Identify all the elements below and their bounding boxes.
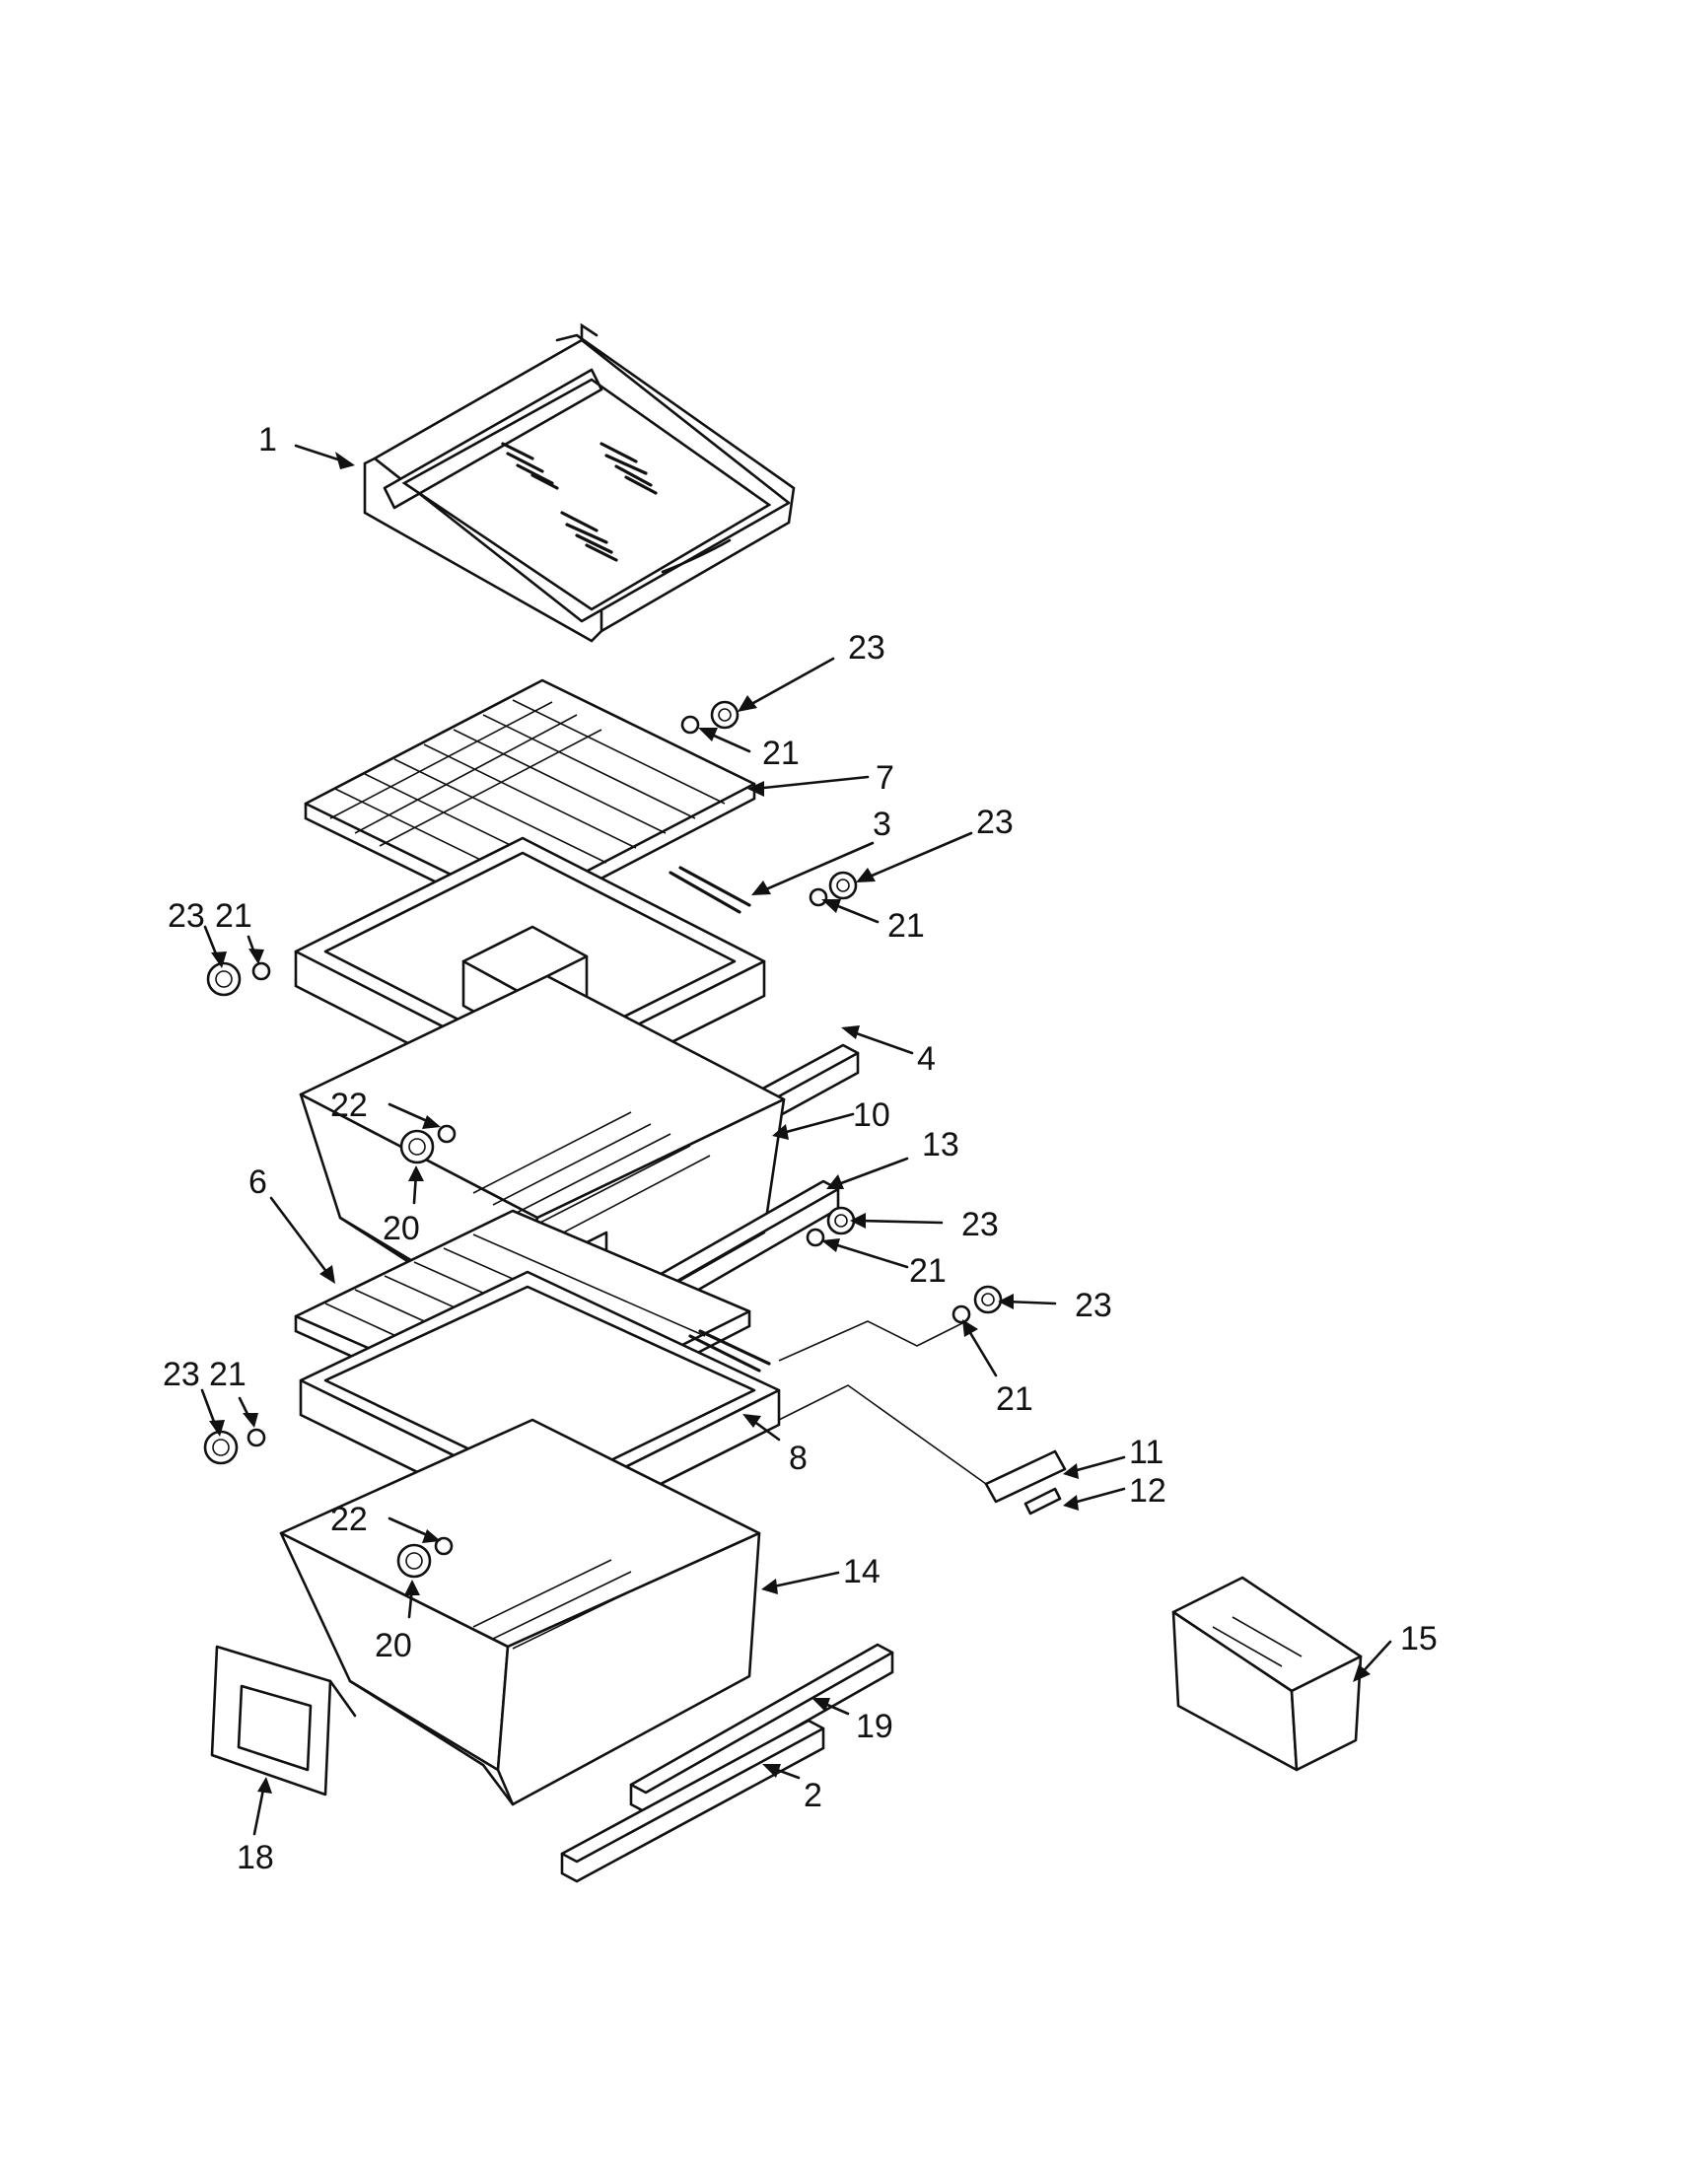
callout-22: 22 bbox=[330, 1087, 368, 1124]
callout-23: 23 bbox=[168, 897, 205, 935]
callout-11: 11 bbox=[1129, 1434, 1163, 1471]
callout-labels: 1 23 21 7 3 23 21 23 21 4 22 10 13 20 6 … bbox=[163, 421, 1438, 1876]
callout-14: 14 bbox=[843, 1553, 881, 1590]
callout-8: 8 bbox=[789, 1440, 808, 1477]
callout-3: 3 bbox=[873, 806, 891, 843]
part-12-slider bbox=[1023, 1487, 1062, 1515]
callout-7: 7 bbox=[876, 759, 894, 797]
callout-10: 10 bbox=[853, 1096, 890, 1134]
callout-1: 1 bbox=[258, 421, 277, 458]
callout-21: 21 bbox=[762, 735, 800, 772]
callout-22: 22 bbox=[330, 1501, 368, 1538]
callout-2: 2 bbox=[804, 1777, 822, 1814]
callout-6: 6 bbox=[248, 1163, 267, 1201]
callout-20: 20 bbox=[375, 1627, 412, 1664]
callout-4: 4 bbox=[917, 1040, 936, 1078]
callout-21: 21 bbox=[209, 1356, 247, 1393]
callout-13: 13 bbox=[922, 1126, 959, 1163]
part-15-bin bbox=[1171, 1576, 1363, 1772]
callout-18: 18 bbox=[237, 1839, 274, 1876]
callout-12: 12 bbox=[1129, 1472, 1166, 1510]
hardware bbox=[203, 700, 1003, 1579]
callout-21: 21 bbox=[996, 1380, 1033, 1418]
part-14-drawer bbox=[279, 1418, 761, 1806]
callout-20: 20 bbox=[383, 1210, 420, 1247]
callout-23: 23 bbox=[976, 804, 1014, 841]
callout-15: 15 bbox=[1400, 1620, 1438, 1657]
callout-19: 19 bbox=[856, 1708, 893, 1745]
part-8-frame bbox=[299, 1270, 781, 1540]
part-11-control bbox=[984, 1449, 1067, 1504]
part-2-rail bbox=[560, 1719, 825, 1883]
callout-23: 23 bbox=[961, 1206, 999, 1243]
part-18-label bbox=[210, 1645, 357, 1797]
callout-21: 21 bbox=[215, 897, 252, 935]
callout-21: 21 bbox=[887, 907, 925, 945]
part-1-shelf bbox=[363, 322, 796, 643]
leader-lines bbox=[200, 444, 1392, 1836]
callout-23: 23 bbox=[848, 629, 885, 667]
callout-23: 23 bbox=[163, 1356, 200, 1393]
callout-23: 23 bbox=[1075, 1287, 1112, 1324]
callout-21: 21 bbox=[909, 1252, 947, 1290]
